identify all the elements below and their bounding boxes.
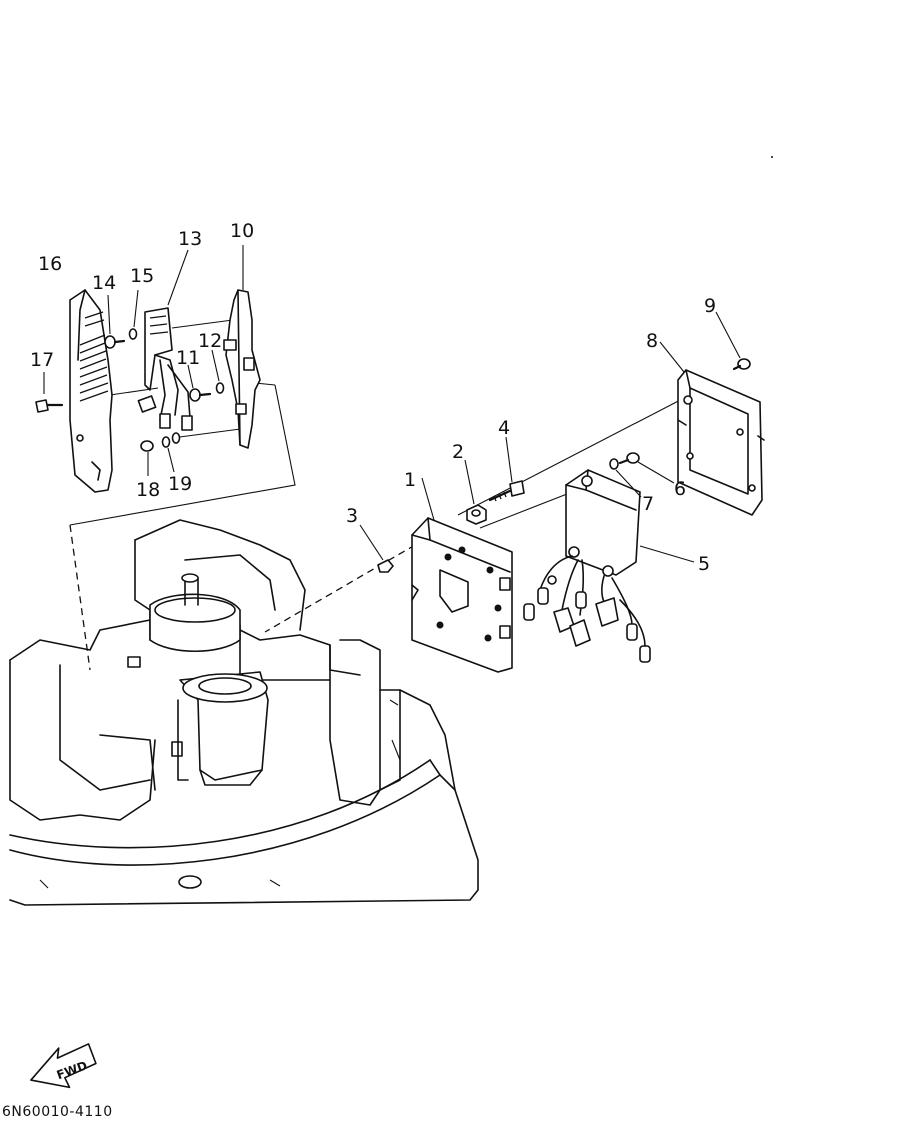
callout-14: 14 <box>92 272 116 294</box>
stray-mark <box>771 156 773 158</box>
callout-10: 10 <box>230 220 254 242</box>
callout-13: 13 <box>178 228 202 250</box>
part-8-cover-frame <box>659 341 765 516</box>
callout-17: 17 <box>30 349 54 371</box>
part-11-12-fasteners <box>187 349 225 402</box>
callout-7: 7 <box>642 493 654 515</box>
fwd-arrow-icon: FWD <box>30 1043 97 1089</box>
part-1-plate <box>411 477 513 673</box>
bottom-cowling <box>9 689 479 906</box>
part-5-cdi-unit <box>523 469 695 663</box>
callout-8: 8 <box>646 330 658 352</box>
part-17-bolt <box>35 372 64 413</box>
part-18-19-fasteners <box>140 432 181 476</box>
part-9-screw <box>715 311 751 371</box>
part-6-7-fasteners <box>609 452 675 498</box>
callout-16: 16 <box>38 253 62 275</box>
drawing-code: 6N60010-4110 <box>2 1104 113 1120</box>
part-2-3-4-fasteners <box>359 436 525 573</box>
callout-3: 3 <box>346 505 358 527</box>
powerhead <box>9 519 401 821</box>
callout-2: 2 <box>452 441 464 463</box>
part-16-cover <box>69 289 113 493</box>
part-13-module <box>137 249 193 431</box>
part-14-15-fasteners <box>104 289 139 349</box>
callout-11: 11 <box>176 347 200 369</box>
callout-6: 6 <box>674 478 686 500</box>
callout-15: 15 <box>130 265 154 287</box>
callout-1: 1 <box>404 469 416 491</box>
callout-4: 4 <box>498 417 510 439</box>
part-10-bracket <box>223 245 261 449</box>
callout-18: 18 <box>136 479 160 501</box>
callout-19: 19 <box>168 473 192 495</box>
callout-9: 9 <box>704 295 716 317</box>
callout-labels: 1 2 3 4 5 6 7 8 9 10 11 12 13 14 15 16 1… <box>30 220 716 575</box>
callout-5: 5 <box>698 553 710 575</box>
callout-12: 12 <box>198 330 222 352</box>
